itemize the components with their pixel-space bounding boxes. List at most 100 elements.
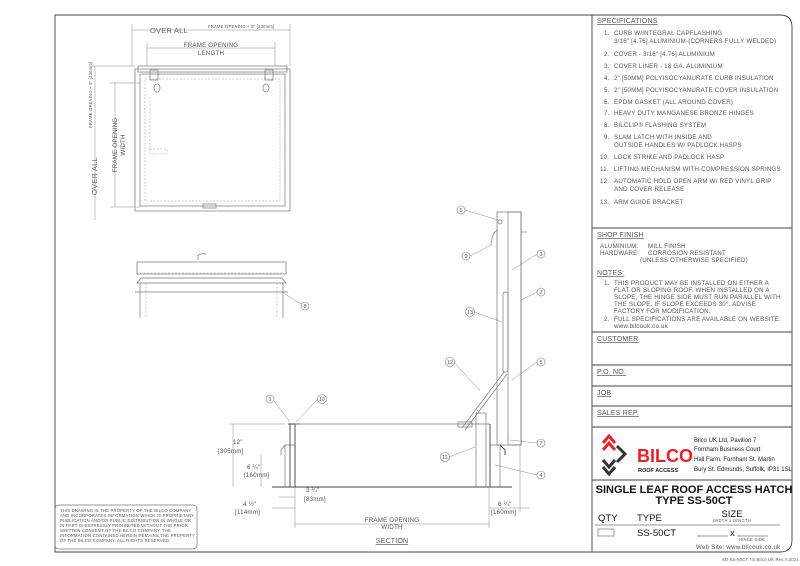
svg-text:2: 2 [539, 290, 542, 296]
svg-text:IN PART IS EXPRESSLY PROHIBITE: IN PART IS EXPRESSLY PROHIBITED WITHOUT … [60, 523, 188, 528]
svg-text:LIFTING MECHANISM WITH COMPRES: LIFTING MECHANISM WITH COMPRESSION SPRIN… [614, 166, 781, 173]
svg-text:8.: 8. [604, 122, 610, 129]
svg-text:ALUMINIUM:: ALUMINIUM: [600, 243, 639, 250]
svg-text:4.: 4. [604, 75, 610, 82]
svg-text:3.: 3. [604, 63, 610, 70]
svg-text:2.: 2. [604, 316, 610, 323]
logo-chevron-up-icon [601, 433, 617, 451]
section-view: 12" [305mm] 6 ¼" [160mm] 3 ¼" [83mm] 4 ½… [218, 211, 530, 545]
dim-12: 12" [233, 439, 243, 446]
svg-text:OF THE BILCO COMPANY. ALL RIGH: OF THE BILCO COMPANY. ALL RIGHTS RESERVE… [60, 538, 171, 543]
dim-6: 6 ¼" [247, 464, 260, 471]
svg-text:www.bilcouk.co.uk: www.bilcouk.co.uk [613, 323, 669, 330]
svg-text:THIS DRAWING IS THE PROPERTY O: THIS DRAWING IS THE PROPERTY OF THE BILC… [60, 508, 191, 513]
svg-text:FULL SPECIFICATIONS ARE AVAILA: FULL SPECIFICATIONS ARE AVAILABLE ON WEB… [614, 316, 781, 323]
specifications: SPECIFICATIONS 1. CURB W/INTEGRAL CAPFLAS… [592, 18, 792, 229]
svg-text:THE SLOPE. IF SLOPE EXCEEDS 30: THE SLOPE. IF SLOPE EXCEEDS 30°, ADVISE [614, 301, 756, 308]
width-vertical-label: WIDTH [120, 134, 127, 155]
plan-view: OVER ALL FRAME OPENING + 9" [230mm] FRAM… [88, 24, 291, 220]
svg-text:NOTES:: NOTES: [597, 270, 624, 277]
svg-text:AND INCORPORATES INFORMATION W: AND INCORPORATES INFORMATION WHICH IS PR… [60, 513, 195, 518]
svg-text:13.: 13. [600, 199, 609, 206]
over-all-vertical-note: FRAME OPENING + 9" [230mm] [88, 62, 93, 128]
svg-text:3/16" [4.76] ALUMINIUM-(CORNER: 3/16" [4.76] ALUMINIUM-(CORNERS FULLY WE… [614, 38, 776, 45]
svg-text:13: 13 [467, 310, 473, 316]
svg-text:SHOP FINISH: SHOP FINISH [597, 232, 644, 239]
callout-5: 5 [511, 357, 546, 381]
svg-text:MILL FINISH: MILL FINISH [648, 243, 686, 250]
svg-text:AND COVER RELEASE: AND COVER RELEASE [614, 186, 684, 193]
svg-text:CURB W/INTEGRAL CAPFLASHING: CURB W/INTEGRAL CAPFLASHING [614, 30, 722, 37]
section-label: SECTION [376, 538, 409, 545]
product-title: SINGLE LEAF ROOF ACCESS HATCH [596, 484, 793, 496]
svg-text:12: 12 [447, 360, 453, 366]
svg-text:7: 7 [539, 441, 542, 447]
callout-13: 13 [465, 307, 503, 323]
svg-text:EPDM GASKET (ALL AROUND COVER): EPDM GASKET (ALL AROUND COVER) [614, 99, 733, 106]
svg-text:ARM GUIDE BRACKET: ARM GUIDE BRACKET [614, 199, 683, 206]
svg-text:1.: 1. [604, 30, 610, 37]
svg-text:HEAVY DUTY MANGANESE BRONZE HI: HEAVY DUTY MANGANESE BRONZE HINGES [614, 110, 754, 117]
product-type: TYPE SS-50CT [655, 495, 732, 507]
svg-text:5.: 5. [604, 87, 610, 94]
callout-12: 12 [445, 357, 481, 392]
sheet-border [54, 14, 793, 553]
svg-text:HARDWARE:: HARDWARE: [600, 250, 639, 257]
svg-text:FACTORY FOR MODIFICATION.: FACTORY FOR MODIFICATION. [614, 308, 711, 315]
svg-text:9.: 9. [604, 134, 610, 141]
qty-input[interactable] [597, 528, 615, 537]
customer-field: CUSTOMER [597, 336, 639, 343]
svg-text:12.: 12. [600, 178, 609, 185]
length-label: LENGTH [198, 50, 224, 57]
frame-opening-vertical-label: FRAME OPENING [112, 118, 119, 173]
svg-text:LOCK STRIKE AND PADLOCK HASP: LOCK STRIKE AND PADLOCK HASP [614, 154, 724, 161]
dim-6-right: 6 ¼" [498, 501, 511, 508]
sales-rep-field: SALES REP. [597, 410, 639, 417]
callout-1: 1 [265, 394, 291, 423]
side-view [135, 253, 302, 318]
title-block: SINGLE LEAF ROOF ACCESS HATCH TYPE SS-50… [595, 484, 792, 551]
svg-text:WRITTEN CONSENT OF THE BILCO C: WRITTEN CONSENT OF THE BILCO COMPANY. TH… [60, 528, 171, 533]
svg-text:OUTSIDE HANDLES W/ PADLOCK HAS: OUTSIDE HANDLES W/ PADLOCK HASPS [614, 142, 742, 149]
svg-text:BILCO: BILCO [637, 446, 693, 466]
website: Web Site: www.bilcouk.co.uk [696, 544, 781, 551]
svg-text:2" [50MM] POLYISOCYANURATE COV: 2" [50MM] POLYISOCYANURATE COVER INSULAT… [614, 87, 778, 94]
specifications-heading: SPECIFICATIONS [597, 18, 658, 25]
over-all-label: OVER ALL [150, 26, 188, 35]
svg-text:AUTOMATIC HOLD OPEN ARM W/ RED: AUTOMATIC HOLD OPEN ARM W/ RED VINYL GRI… [614, 178, 772, 185]
order-fields: CUSTOMER P.O. NO. JOB SALES REP. [592, 331, 792, 428]
disclaimer-box: THIS DRAWING IS THE PROPERTY OF THE BILC… [54, 504, 198, 550]
svg-text:7.: 7. [604, 110, 610, 117]
svg-text:INFORMATION CONTAINED HEREIN R: INFORMATION CONTAINED HEREIN REMAINS THE… [60, 533, 195, 538]
frame-opening-label: FRAME OPENING [184, 42, 239, 49]
svg-text:FLAT OR SLOPING ROOF. WHEN INS: FLAT OR SLOPING ROOF. WHEN INSTALLED ON … [614, 287, 770, 294]
svg-text:1.: 1. [604, 280, 610, 287]
callout-2: 2 [520, 287, 546, 301]
svg-text:9: 9 [464, 254, 467, 260]
callout-6: 6 [456, 205, 499, 221]
svg-text:SLOPE, THE HINGE SIDE MUST RUN: SLOPE, THE HINGE SIDE MUST RUN PARALLEL … [614, 294, 781, 301]
dim-3-mm: [83mm] [304, 496, 326, 503]
svg-text:COVER - 3/16" [4.76] ALUMINIUM: COVER - 3/16" [4.76] ALUMINIUM [614, 51, 715, 58]
dim-6-right-mm: [160mm] [491, 509, 517, 516]
dim-12-mm: [305mm] [218, 448, 244, 455]
svg-text:TYPE: TYPE [637, 513, 662, 524]
logo-chevron-right-icon [615, 444, 628, 464]
dim-4: 4 ½" [243, 501, 256, 508]
svg-text:QTY: QTY [598, 513, 618, 524]
callout-8: 8 [300, 301, 310, 311]
over-all-note: FRAME OPENING + 9" [230mm] [208, 24, 274, 29]
notes: NOTES: 1. THIS PRODUCT MAY BE INSTALLED … [597, 270, 781, 330]
svg-text:CORROSION RESISTANT: CORROSION RESISTANT [648, 250, 726, 257]
svg-text:ROOF ACCESS: ROOF ACCESS [638, 468, 678, 474]
callout-9: 9 [461, 244, 492, 261]
svg-text:11: 11 [442, 455, 448, 461]
svg-text:Bilco UK Ltd, Pavilion 7: Bilco UK Ltd, Pavilion 7 [694, 438, 757, 444]
svg-text:Hall Farm, Fornham St. Martin: Hall Farm, Fornham St. Martin [694, 457, 775, 463]
svg-text:SS-50CT: SS-50CT [637, 528, 676, 539]
svg-text:11.: 11. [600, 166, 609, 173]
svg-text:HINGE SIDE: HINGE SIDE [739, 537, 765, 542]
svg-text:BILCLIP® FLASHING SYSTEM: BILCLIP® FLASHING SYSTEM [614, 122, 706, 129]
po-field: P.O. NO. [597, 369, 626, 376]
callouts: 1 2 3 4 5 6 7 8 9 10 11 12 13 [265, 205, 546, 480]
